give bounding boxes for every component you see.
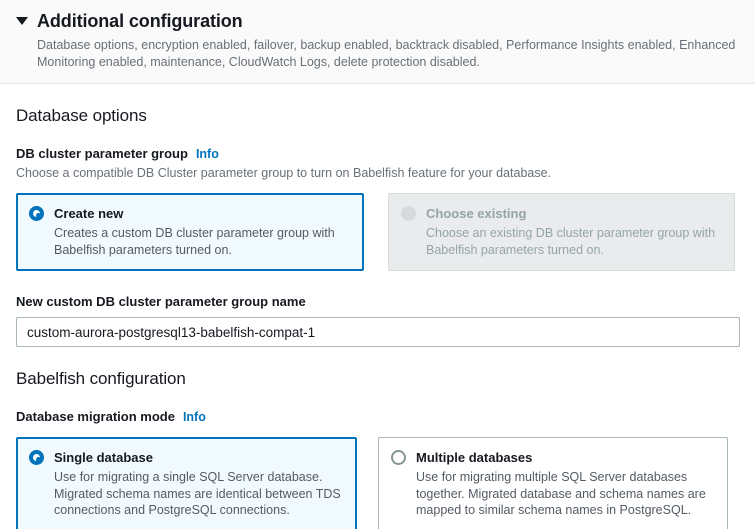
radio-tile-multiple-databases[interactable]: Multiple databases Use for migrating mul… — [378, 437, 728, 529]
new-custom-group-name-label: New custom DB cluster parameter group na… — [16, 294, 306, 309]
radio-tile-choose-existing-title: Choose existing — [426, 206, 527, 221]
radio-tile-single-database-description: Use for migrating a single SQL Server da… — [54, 470, 341, 517]
radio-tile-single-database-text: Single database Use for migrating a sing… — [54, 449, 344, 519]
radio-tile-create-new-description: Creates a custom DB cluster parameter gr… — [54, 226, 335, 257]
radio-tile-create-new[interactable]: Create new Creates a custom DB cluster p… — [16, 193, 364, 271]
radio-tile-single-database[interactable]: Single database Use for migrating a sing… — [16, 437, 357, 529]
tile-gap — [357, 437, 378, 529]
header-row: Additional configuration — [16, 9, 739, 33]
radio-tile-create-new-text: Create new Creates a custom DB cluster p… — [54, 205, 351, 258]
radio-tile-single-database-title: Single database — [54, 450, 153, 465]
section-title-babelfish-configuration: Babelfish configuration — [16, 369, 186, 388]
page-title: Additional configuration — [37, 11, 243, 31]
radio-icon-multiple-databases[interactable] — [391, 450, 406, 465]
caret-down-icon[interactable] — [16, 17, 28, 25]
db-cluster-parameter-group-label: DB cluster parameter group — [16, 146, 188, 161]
info-link-parameter-group[interactable]: Info — [195, 147, 219, 161]
radio-icon-choose-existing — [401, 206, 416, 221]
radio-tile-choose-existing-description: Choose an existing DB cluster parameter … — [426, 226, 716, 257]
radio-tile-multiple-databases-text: Multiple databases Use for migrating mul… — [416, 449, 715, 519]
radio-tile-choose-existing-text: Choose existing Choose an existing DB cl… — [426, 205, 722, 258]
new-custom-group-name-input[interactable] — [16, 317, 740, 347]
db-cluster-parameter-group-description: Choose a compatible DB Cluster parameter… — [16, 166, 552, 180]
panel-body: Database options DB cluster parameter gr… — [0, 105, 755, 529]
radio-tile-multiple-databases-title: Multiple databases — [416, 450, 533, 465]
radio-tile-create-new-title: Create new — [54, 206, 124, 221]
tile-gap — [364, 193, 388, 271]
parameter-group-option-tiles: Create new Creates a custom DB cluster p… — [16, 193, 739, 271]
radio-icon-create-new[interactable] — [29, 206, 44, 221]
section-title-database-options: Database options — [16, 106, 147, 125]
radio-tile-choose-existing: Choose existing Choose an existing DB cl… — [388, 193, 735, 271]
additional-configuration-header[interactable]: Additional configuration Database option… — [0, 0, 755, 84]
database-migration-mode-label: Database migration mode — [16, 409, 175, 424]
info-link-migration-mode[interactable]: Info — [182, 410, 206, 424]
migration-mode-option-tiles: Single database Use for migrating a sing… — [16, 437, 739, 529]
db-cluster-parameter-group-label-row: DB cluster parameter group Info — [16, 145, 739, 163]
header-summary: Database options, encryption enabled, fa… — [37, 38, 736, 69]
radio-tile-multiple-databases-description: Use for migrating multiple SQL Server da… — [416, 470, 706, 517]
radio-icon-single-database[interactable] — [29, 450, 44, 465]
database-migration-mode-label-row: Database migration mode Info — [16, 408, 739, 426]
